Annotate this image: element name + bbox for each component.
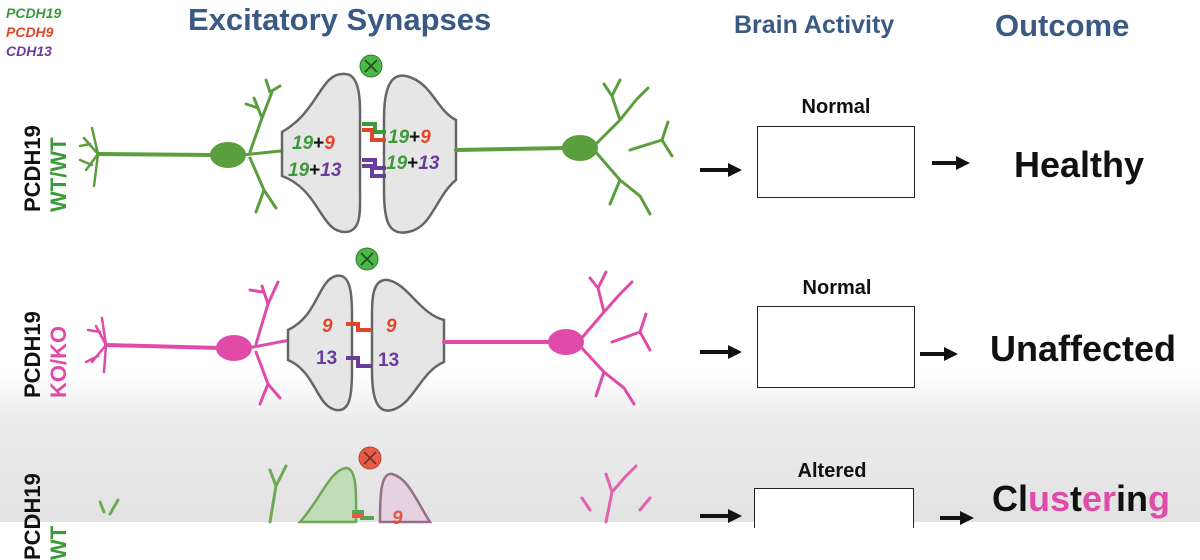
- outcome-letters: Cl: [992, 478, 1028, 519]
- pcdh9-label: 9: [392, 508, 403, 529]
- legend-pcdh9: PCDH9: [6, 24, 54, 40]
- eeg-trace-box: [757, 306, 915, 388]
- legend-pcdh19: PCDH19: [6, 5, 62, 21]
- plus-sign: +: [309, 160, 321, 181]
- cdh13-label: 13: [320, 160, 342, 181]
- activity-label: Normal: [801, 96, 871, 118]
- synapse-label-left-top: 19+9: [292, 133, 335, 155]
- synapse-label-left-bottom: 13: [316, 348, 337, 370]
- pcdh19-label: 19: [288, 160, 310, 181]
- neuron-left: [84, 280, 292, 406]
- synapse-label-right-top: 9: [392, 508, 403, 530]
- arrow-right-icon: [700, 509, 742, 523]
- arrow-right-icon: [920, 347, 958, 361]
- adhesion-bonds: [346, 322, 372, 368]
- cdh13-label: 13: [418, 153, 440, 174]
- header-outcome: Outcome: [995, 8, 1130, 43]
- outcome-letters: er: [1082, 478, 1117, 519]
- synapse-diagram: [78, 54, 974, 525]
- plus-sign: +: [313, 133, 325, 154]
- neuron-right: [454, 78, 674, 216]
- row-ko-diagram: [84, 247, 652, 412]
- outcome-letters: in: [1116, 478, 1149, 519]
- outcome-label-clustering: Clustering: [992, 478, 1170, 520]
- neuron-right: [580, 464, 652, 524]
- activity-label: Normal: [802, 277, 872, 299]
- adhesion-bonds: [362, 122, 386, 178]
- outcome-label: Unaffected: [990, 328, 1177, 369]
- check-circle-icon: [355, 247, 379, 271]
- outcome-label: Healthy: [1014, 144, 1145, 185]
- legend-cdh13: CDH13: [6, 43, 52, 59]
- eeg-trace-box: [757, 126, 915, 198]
- synapse-label-left-bottom: 19+13: [288, 160, 341, 182]
- outcome-letters: g: [1148, 478, 1171, 519]
- outcome-letters: t: [1070, 478, 1083, 519]
- check-circle-icon: [359, 54, 383, 78]
- row-mosaic-diagram: [98, 446, 652, 524]
- pcdh9-label: 9: [322, 316, 333, 337]
- cdh13-label: 13: [378, 350, 400, 371]
- header-brain-activity: Brain Activity: [734, 11, 895, 39]
- cdh13-label: 13: [316, 348, 338, 369]
- synapse-label-right-bottom: 13: [378, 350, 399, 372]
- arrow-right-icon: [700, 163, 742, 177]
- arrow-right-icon: [700, 345, 742, 359]
- neuron-left: [98, 464, 288, 524]
- presynaptic-terminal: [286, 274, 354, 412]
- pcdh19-label: 19: [386, 153, 408, 174]
- pcdh9-label: 9: [324, 133, 335, 154]
- pcdh19-label: 19: [388, 127, 410, 148]
- header-excitatory-synapses: Excitatory Synapses: [188, 2, 492, 37]
- plus-sign: +: [407, 153, 419, 174]
- neuron-left: [78, 78, 292, 214]
- postsynaptic-terminal: [370, 278, 446, 412]
- pcdh9-label: 9: [420, 127, 431, 148]
- arrow-right-icon: [932, 156, 970, 170]
- outcome-letters: us: [1028, 478, 1071, 519]
- arrow-right-icon: [940, 511, 974, 525]
- synapse-label-right-bottom: 19+13: [386, 153, 439, 175]
- synapse-label-right-top: 19+9: [388, 127, 431, 149]
- eeg-trace-box: [754, 488, 914, 528]
- postsynaptic-terminal: [378, 472, 433, 524]
- synapse-label-left-top: 9: [322, 316, 333, 338]
- presynaptic-terminal: [280, 72, 362, 234]
- plus-sign: +: [409, 127, 421, 148]
- presynaptic-terminal: [297, 466, 358, 524]
- arrows: [700, 156, 974, 525]
- activity-label: Altered: [797, 460, 867, 482]
- pcdh19-label: 19: [292, 133, 314, 154]
- x-circle-icon: [358, 446, 382, 470]
- row-wt-diagram: [78, 54, 674, 234]
- pcdh9-label: 9: [386, 316, 397, 337]
- adhesion-bonds: [352, 510, 374, 520]
- postsynaptic-terminal: [382, 74, 458, 234]
- synapse-label-right-top: 9: [386, 316, 397, 338]
- gene-legend: PCDH19 PCDH9 CDH13: [6, 4, 61, 61]
- neuron-right: [442, 270, 652, 406]
